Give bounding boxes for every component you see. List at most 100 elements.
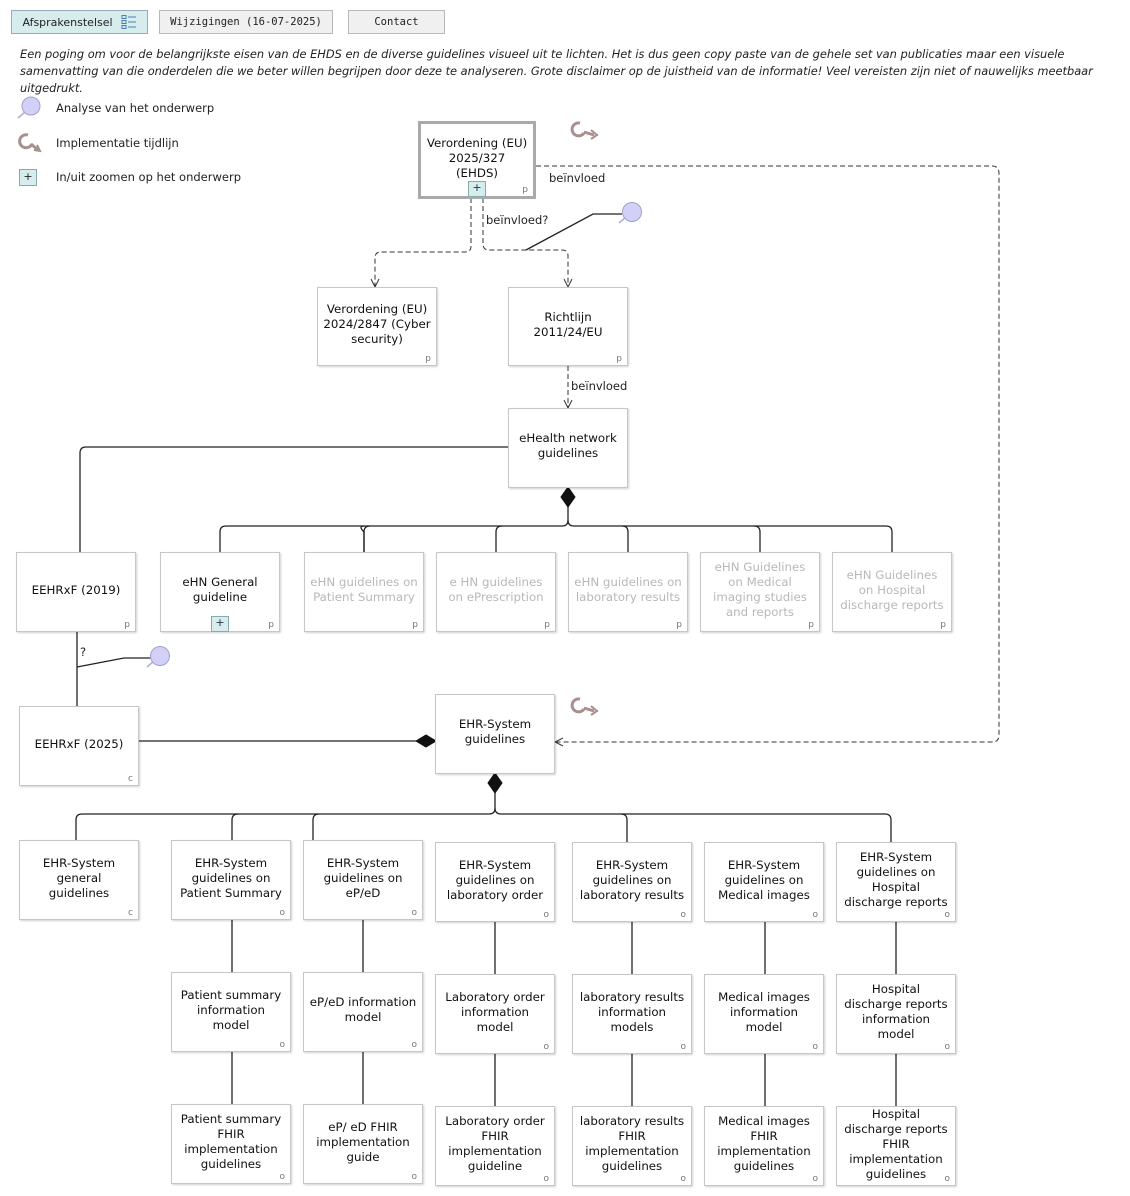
node-mark: o [812, 910, 818, 920]
node-fhir-hospital-discharge[interactable]: Hospital discharge reports FHIR implemen… [836, 1106, 956, 1186]
zoom-plus-icon[interactable]: + [468, 181, 486, 197]
node-mark: p [425, 354, 431, 364]
node-label: Hospital discharge reports information m… [844, 982, 948, 1041]
node-ehealth-network[interactable]: eHealth network guidelines [508, 408, 628, 488]
node-mark: o [944, 1174, 950, 1184]
node-label: EHR-System guidelines on Hospital discha… [844, 850, 948, 909]
node-ehr-lab-results[interactable]: EHR-System guidelines on laboratory resu… [572, 842, 692, 922]
node-ehr-medical-images[interactable]: EHR-System guidelines on Medical images … [704, 842, 824, 922]
node-mark: c [128, 908, 133, 918]
node-mark: c [128, 774, 133, 784]
legend-analyse: Analyse van het onderwerp [16, 96, 214, 120]
node-label: EHR-System general guidelines [42, 855, 116, 900]
node-fhir-patient-summary[interactable]: Patient summary FHIR implementation guid… [171, 1104, 291, 1184]
node-label: Hospital discharge reports FHIR implemen… [844, 1106, 948, 1181]
node-mark: p [544, 620, 550, 630]
node-eehrxf-2025[interactable]: EEHRxF (2025) c [19, 706, 139, 786]
node-ehn-medical-imaging[interactable]: eHN Guidelines on Medical imaging studie… [700, 552, 820, 632]
node-ehn-patient-summary[interactable]: eHN guidelines on Patient Summary p [304, 552, 424, 632]
node-fhir-lab-order[interactable]: Laboratory order FHIR implementation gui… [435, 1106, 555, 1186]
contact-label: Contact [374, 16, 419, 28]
node-ehr-hospital-discharge[interactable]: EHR-System guidelines on Hospital discha… [836, 842, 956, 922]
node-label: Richtlijn 2011/24/EU [533, 309, 603, 339]
legend-tijdlijn: Implementatie tijdlijn [16, 131, 179, 155]
node-ehr-general[interactable]: EHR-System general guidelines c [19, 840, 139, 920]
node-cyber[interactable]: Verordening (EU) 2024/2847 (Cyber securi… [317, 287, 437, 366]
node-label: Verordening (EU) 2024/2847 (Cyber securi… [323, 302, 431, 346]
node-mark: o [944, 910, 950, 920]
zoom-plus-icon[interactable]: + [211, 616, 229, 632]
node-label: EHR-System guidelines on laboratory orde… [446, 857, 544, 902]
timeline-icon[interactable] [570, 695, 600, 719]
node-label: eP/ eD FHIR implementation guide [316, 1119, 410, 1164]
node-im-lab-results[interactable]: laboratory results information models o [572, 974, 692, 1054]
node-ehn-general[interactable]: eHN General guideline p + [160, 552, 280, 632]
node-label: eP/eD information model [309, 995, 417, 1024]
node-mark: o [411, 908, 417, 918]
edge-label-beinvloed: beïnvloed [571, 379, 628, 393]
node-label: EHR-System guidelines on laboratory resu… [579, 857, 685, 902]
node-label: eHN General guideline [182, 575, 258, 604]
node-ehn-laboratory[interactable]: eHN guidelines on laboratory results p [568, 552, 688, 632]
node-ehr-ep-ed[interactable]: EHR-System guidelines on eP/eD o [303, 840, 423, 920]
node-ehr-lab-order[interactable]: EHR-System guidelines on laboratory orde… [435, 842, 555, 922]
afsprakenstelsel-button[interactable]: Afsprakenstelsel [11, 10, 148, 34]
contact-button[interactable]: Contact [348, 10, 445, 34]
afsprakenstelsel-label: Afsprakenstelsel [22, 15, 113, 29]
node-label: Verordening (EU) 2025/327 (EHDS) [426, 135, 528, 180]
node-label: laboratory results information models [579, 989, 685, 1034]
intro-text: Een poging om voor de belangrijkste eise… [20, 47, 1093, 95]
magnifier-icon[interactable] [145, 644, 173, 670]
node-mark: p [412, 620, 418, 630]
edge-label-beinvloed: beïnvloed [549, 171, 606, 185]
zoom-plus-icon: + [19, 168, 37, 186]
node-label: eHN guidelines on Patient Summary [310, 575, 418, 604]
node-mark: o [680, 1174, 686, 1184]
node-mark: o [411, 1172, 417, 1182]
node-im-medical-images[interactable]: Medical images information model o [704, 974, 824, 1054]
node-fhir-ep-ed[interactable]: eP/ eD FHIR implementation guide o [303, 1104, 423, 1184]
node-im-patient-summary[interactable]: Patient summary information model o [171, 972, 291, 1052]
node-mark: p [616, 354, 622, 364]
node-label: EHR-System guidelines on Medical images [718, 857, 810, 902]
legend-analyse-label: Analyse van het onderwerp [56, 101, 215, 115]
timeline-icon [18, 133, 42, 153]
node-label: Medical images FHIR implementation guide… [717, 1114, 811, 1173]
wijzigingen-button[interactable]: Wijzigingen (16-07-2025) [159, 10, 333, 34]
node-label: eHealth network guidelines [519, 431, 617, 460]
node-ehr-patient-summary[interactable]: EHR-System guidelines on Patient Summary… [171, 840, 291, 920]
node-mark: o [543, 1174, 549, 1184]
node-eehrxf-2019[interactable]: EEHRxF (2019) p [16, 552, 136, 632]
node-label: eHN Guidelines on Hospital discharge rep… [840, 567, 944, 612]
node-label: EHR-System guidelines on eP/eD [323, 855, 403, 900]
node-mark: p [268, 620, 274, 630]
node-mark: o [543, 910, 549, 920]
node-label: laboratory results FHIR implementation g… [579, 1114, 685, 1173]
node-richtlijn[interactable]: Richtlijn 2011/24/EU p [508, 287, 628, 366]
node-mark: o [411, 1040, 417, 1050]
node-ehr-system[interactable]: EHR-System guidelines [435, 694, 555, 774]
node-ehds[interactable]: Verordening (EU) 2025/327 (EHDS) p + [418, 121, 536, 199]
node-label: eHN guidelines on laboratory results [574, 575, 682, 604]
node-im-lab-order[interactable]: Laboratory order information model o [435, 974, 555, 1054]
node-mark: o [279, 1172, 285, 1182]
node-mark: o [944, 1042, 950, 1052]
node-mark: o [812, 1042, 818, 1052]
node-im-ep-ed[interactable]: eP/eD information model o [303, 972, 423, 1052]
node-fhir-lab-results[interactable]: laboratory results FHIR implementation g… [572, 1106, 692, 1186]
node-ehn-hospital-discharge[interactable]: eHN Guidelines on Hospital discharge rep… [832, 552, 952, 632]
node-label: eHN Guidelines on Medical imaging studie… [713, 560, 807, 619]
node-mark: p [940, 620, 946, 630]
node-mark: o [543, 1042, 549, 1052]
node-mark: p [676, 620, 682, 630]
node-label: EEHRxF (2019) [31, 582, 121, 597]
node-fhir-medical-images[interactable]: Medical images FHIR implementation guide… [704, 1106, 824, 1186]
timeline-icon[interactable] [570, 119, 600, 143]
settings-list-icon [121, 15, 136, 29]
node-ehn-eprescription[interactable]: e HN guidelines on ePrescription p [436, 552, 556, 632]
node-label: Laboratory order FHIR implementation gui… [445, 1114, 545, 1173]
node-mark: o [680, 910, 686, 920]
node-im-hospital-discharge[interactable]: Hospital discharge reports information m… [836, 974, 956, 1054]
magnifier-icon[interactable] [617, 200, 645, 226]
